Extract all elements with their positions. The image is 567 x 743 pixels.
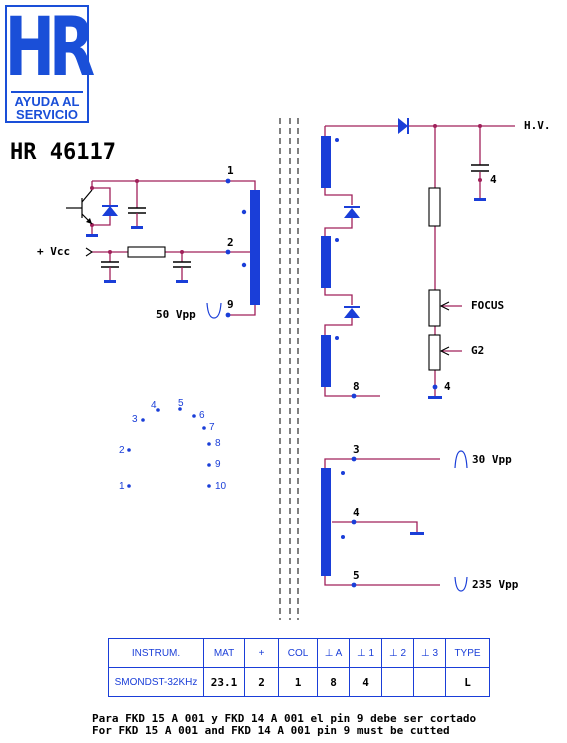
header-type: TYPE <box>445 638 490 668</box>
logo-line2: SERVICIO <box>16 107 78 122</box>
value-ground-3 <box>413 667 446 697</box>
wire-pin9 <box>228 305 256 316</box>
vcc-resistor <box>127 246 166 258</box>
table-value-row: SMONDST-32KHz 23.1 2 1 8 4 L <box>108 667 490 697</box>
header-instrum: INSTRUM. <box>108 638 204 668</box>
header-ground-3: ⊥ 3 <box>413 638 446 668</box>
ground-3 <box>104 280 116 283</box>
table-header-row: INSTRUM. MAT + COL ⊥ A ⊥ 1 ⊥ 2 ⊥ 3 TYPE <box>108 638 490 668</box>
note-spanish: Para FKD 15 A 001 y FKD 14 A 001 el pin … <box>92 712 477 725</box>
hv-rectifier-diode <box>398 118 408 134</box>
socket-pin-1: 1 <box>119 481 125 492</box>
logo-mark: HR <box>4 0 95 96</box>
hv-coil-2 <box>321 236 331 288</box>
label-235vpp: 235 Vpp <box>472 578 519 591</box>
g2-pot <box>428 334 441 371</box>
ground-5 <box>474 198 486 201</box>
hv-coil-3 <box>321 335 331 387</box>
logo-separator <box>11 91 83 93</box>
waveform-30vpp <box>454 450 468 469</box>
wire-pin3s <box>324 458 440 468</box>
waveform-50vpp <box>206 302 222 319</box>
value-ground-a: 8 <box>317 667 350 697</box>
label-vcc: + Vcc <box>37 245 71 258</box>
value-ground-2 <box>381 667 414 697</box>
socket-pin-3: 3 <box>132 414 138 425</box>
value-ground-1: 4 <box>349 667 382 697</box>
hv-coil-1 <box>321 136 331 188</box>
socket-pin-10: 10 <box>215 481 227 492</box>
logo-line1: AYUDA AL <box>14 94 80 109</box>
damper-diode <box>102 206 118 216</box>
pin-2: 2 <box>227 236 234 249</box>
logo-subtitle: AYUDA AL SERVICIO <box>7 95 87 121</box>
header-ground-2: ⊥ 2 <box>381 638 414 668</box>
pin-5-secondary: 5 <box>353 569 360 582</box>
label-30vpp: 30 Vpp <box>472 453 512 466</box>
pin-8: 8 <box>353 380 360 393</box>
hr-logo: HR AYUDA AL SERVICIO <box>5 1 95 123</box>
value-instrum: SMONDST-32KHz <box>108 667 204 697</box>
socket-pin-2: 2 <box>119 445 125 456</box>
socket-pin-5: 5 <box>178 398 184 409</box>
value-plus: 2 <box>244 667 279 697</box>
socket-pin-7: 7 <box>209 422 215 433</box>
socket-pin-6: 6 <box>199 410 205 421</box>
socket-pin-9: 9 <box>215 459 221 470</box>
value-type: L <box>445 667 490 697</box>
ground-2 <box>131 226 143 229</box>
wire-hv-link2b <box>324 318 353 335</box>
label-hv: H.V. <box>524 119 551 132</box>
pin-4-secondary: 4 <box>353 506 360 519</box>
header-plus: + <box>244 638 279 668</box>
header-ground-a: ⊥ A <box>317 638 350 668</box>
pin-9: 9 <box>227 298 234 311</box>
pin-4-divider: 4 <box>444 380 451 393</box>
primary-coil <box>250 190 260 305</box>
socket-pin-4: 4 <box>151 400 157 411</box>
ground-6 <box>428 396 442 399</box>
pin-3-secondary: 3 <box>353 443 360 456</box>
wire-hv-link1 <box>324 188 353 205</box>
label-g2: G2 <box>471 344 485 357</box>
pin-4-hvcap: 4 <box>490 173 497 186</box>
model-title: HR 46117 <box>10 140 116 165</box>
aux-coil <box>321 468 331 576</box>
ground-1 <box>86 234 98 237</box>
label-50vpp: 50 Vpp <box>156 308 196 321</box>
ground-7 <box>410 532 424 535</box>
waveform-235vpp <box>454 576 468 592</box>
wire-pin8 <box>324 386 380 397</box>
wire-hv-link1b <box>324 218 353 236</box>
wire-pin5s <box>324 576 440 586</box>
ground-4 <box>176 280 188 283</box>
focus-pot <box>428 289 441 327</box>
instrument-table: INSTRUM. MAT + COL ⊥ A ⊥ 1 ⊥ 2 ⊥ 3 TYPE … <box>108 638 490 697</box>
label-focus: FOCUS <box>471 299 505 312</box>
divider-resistor-top <box>428 187 441 227</box>
header-ground-1: ⊥ 1 <box>349 638 382 668</box>
socket-pin-8: 8 <box>215 438 221 449</box>
header-col: COL <box>278 638 318 668</box>
wire-pin1 <box>92 180 256 190</box>
pin-1: 1 <box>227 164 234 177</box>
value-mat: 23.1 <box>203 667 245 697</box>
wire-hv-link2 <box>324 288 353 305</box>
header-mat: MAT <box>203 638 245 668</box>
wire-pin4s <box>332 521 418 532</box>
value-col: 1 <box>278 667 318 697</box>
note-english: For FKD 15 A 001 and FKD 14 A 001 pin 9 … <box>92 724 450 737</box>
